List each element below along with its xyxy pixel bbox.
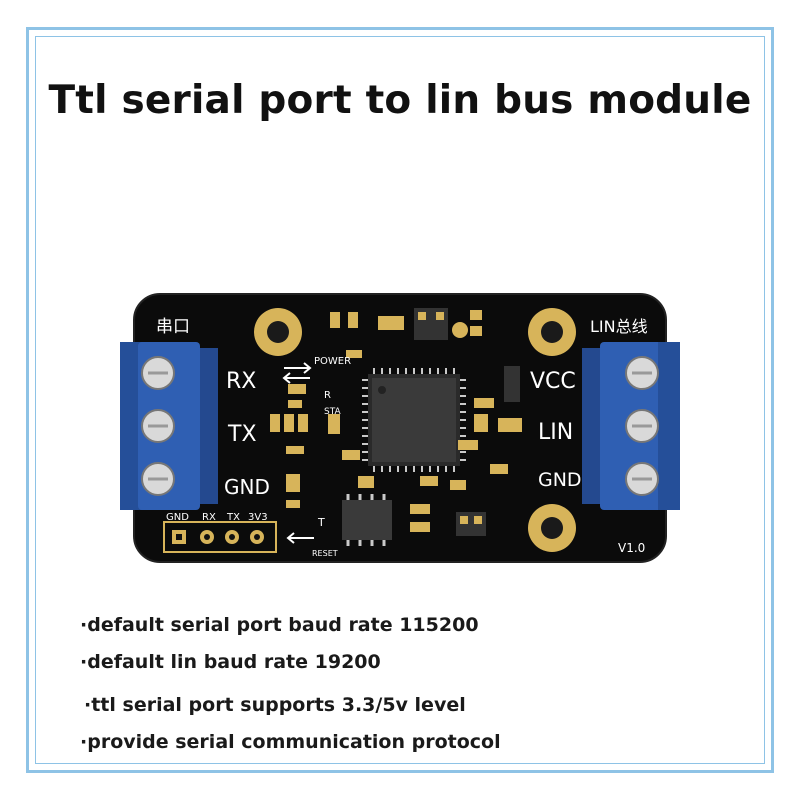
pcb-module-image: 串口 LIN总线 RX TX GND VCC LIN GND GND RX TX… [120,290,680,570]
page-title: Ttl serial port to lin bus module [48,78,752,123]
silk-reset: RESET [312,549,338,558]
pin-header [163,521,277,553]
header-pin-3v3: 3V3 [248,512,268,523]
right-terminal-block [582,342,680,510]
silk-power: POWER [314,356,351,367]
silk-arrows [282,362,314,544]
mcu-chip [362,368,466,472]
mounting-hole [254,308,576,552]
inner-frame [35,36,765,764]
feature-item: ·provide serial communication protocol [80,731,501,753]
left-terminal-block [120,342,218,510]
silk-version: V1.0 [618,541,645,555]
pin-label-gnd-left: GND [224,475,270,499]
right-header-label: LIN总线 [590,317,648,336]
silk-t: T [317,516,325,529]
pin-label-lin: LIN [538,420,573,445]
header-pin-gnd: GND [166,512,189,523]
pin-label-gnd-right: GND [538,469,582,491]
feature-item: ·default lin baud rate 19200 [80,651,381,673]
smd-components [270,308,522,536]
outer-frame [26,27,774,773]
silk-sta: STA [324,407,342,417]
pin-label-rx: RX [226,369,256,394]
pin-label-vcc: VCC [530,369,576,394]
soic-chip [342,494,392,546]
header-pin-tx: TX [226,512,240,523]
left-header-label: 串口 [156,317,190,337]
feature-item: ·default serial port baud rate 115200 [80,614,479,636]
feature-item: ·ttl serial port supports 3.3/5v level [84,694,466,716]
silk-r: R [324,390,331,401]
header-pin-rx: RX [202,512,216,523]
pin-label-tx: TX [227,422,257,447]
